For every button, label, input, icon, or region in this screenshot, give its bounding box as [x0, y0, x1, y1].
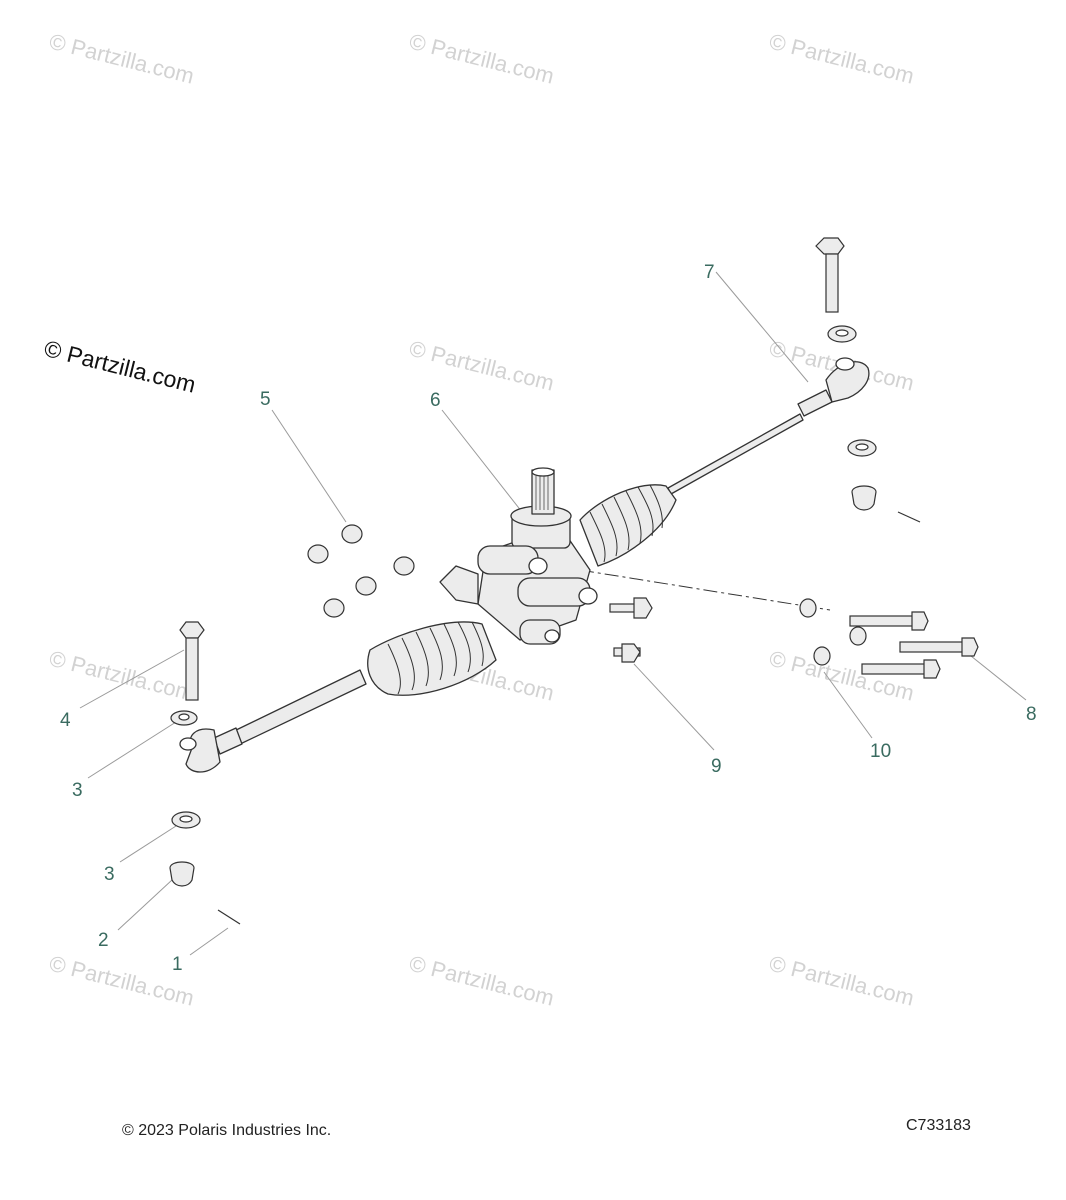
right-tie-rod [667, 413, 804, 495]
callout-10: 10 [870, 741, 891, 762]
flange-nut [307, 544, 329, 564]
washer-right [813, 646, 831, 666]
leader-lines [79, 271, 1027, 956]
mounting-plate [439, 565, 479, 605]
right-rod-collar [797, 389, 833, 417]
callout-2: 2 [98, 930, 109, 951]
flange-nuts [307, 524, 415, 618]
copyright-text: © 2023 Polaris Industries Inc. [122, 1122, 332, 1139]
flange-nut [323, 598, 345, 618]
diagram-code: C733183 [906, 1117, 971, 1134]
left-tie-rod [231, 669, 367, 747]
long-bolt [849, 611, 929, 631]
long-bolt [899, 637, 979, 657]
cotter-pin-right [897, 511, 921, 523]
watermark: © Partzilla.com [47, 29, 197, 89]
callout-4: 4 [60, 710, 71, 731]
watermark: © Partzilla.com [767, 951, 917, 1011]
right-boot [579, 484, 677, 567]
left-tie-rod-end [185, 728, 221, 773]
washer-right [799, 598, 817, 618]
callout-5: 5 [260, 389, 271, 410]
flange-nut [393, 556, 415, 576]
callout-7: 7 [704, 262, 715, 283]
bolt-left [179, 621, 205, 701]
callout-8: 8 [1026, 704, 1037, 725]
washer-right [849, 626, 867, 646]
flange-nut [355, 576, 377, 596]
callout-6: 6 [430, 390, 441, 411]
watermark: © Partzilla.com [767, 29, 917, 89]
flange-bolt-upper [609, 597, 653, 619]
callout-3: 3 [72, 780, 83, 801]
flange-bolt-lower [613, 643, 641, 663]
watermark: © Partzilla.com [407, 336, 557, 396]
watermark: © Partzilla.com [407, 29, 557, 89]
callout-1: 1 [172, 954, 183, 975]
bolt-top-right [815, 237, 845, 313]
flange-nut [341, 524, 363, 544]
long-bolt [861, 659, 941, 679]
cotter-pin-left [217, 909, 241, 925]
castle-nut-right [851, 485, 877, 511]
castle-nut-left [169, 861, 195, 887]
watermark: © Partzilla.com [407, 951, 557, 1011]
callout-3: 3 [104, 864, 115, 885]
callouts: 1 2 3 3 4 5 6 7 8 9 10 [60, 262, 1037, 975]
steering-rack-assembly [179, 357, 870, 773]
callout-9: 9 [711, 756, 722, 777]
watermark: © Partzilla.com [47, 646, 197, 706]
hardware [169, 237, 979, 925]
center-line [579, 569, 831, 611]
